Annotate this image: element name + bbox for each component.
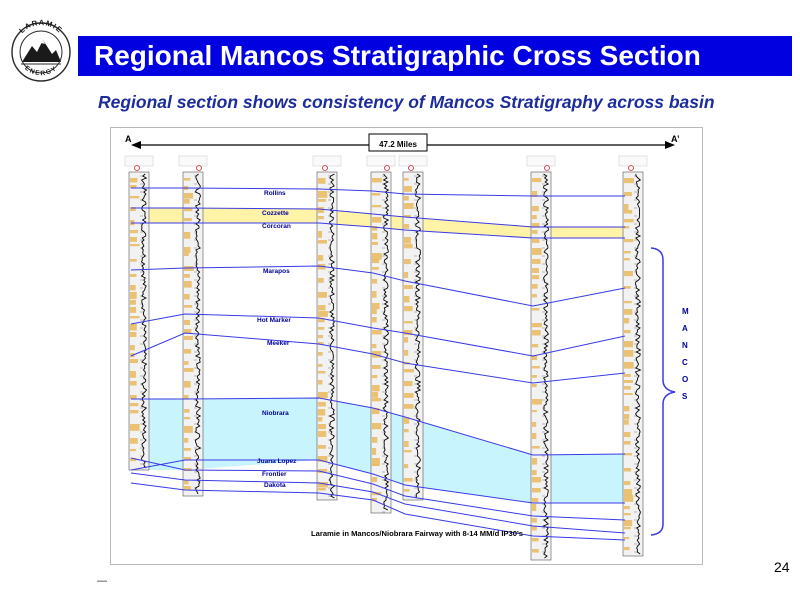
well-symbol-icon [544,165,550,171]
formation-meeker: Meeker [267,340,290,347]
formation-frontier: Frontier [262,471,287,478]
well-symbol-icon [384,165,390,171]
well-log-column [366,155,396,514]
formation-rollins: Rollins [264,190,286,197]
endpoint-a: A [125,134,132,144]
mountain-peak-icon: LARAMIE ENERGY [11,18,71,82]
cross-section-svg: 47.2 Miles A A’ Rollins Cozzette Corcora… [111,128,702,564]
formation-cozzette: Cozzette [262,210,289,217]
svg-text:O: O [682,375,688,384]
distance-arrow [131,133,675,152]
distance-label: 47.2 Miles [379,140,417,149]
svg-text:C: C [682,358,688,367]
well-log-column [526,155,556,561]
formation-juana-lopez: Juana Lopez [257,458,297,465]
svg-text:N: N [682,341,688,350]
svg-text:S: S [682,392,688,401]
well-log-column [618,155,648,557]
well-log-column [124,155,154,471]
slide-title: Regional Mancos Stratigraphic Cross Sect… [94,40,701,71]
footer-mark: ▬▬ [97,578,107,584]
endpoint-a-prime: A’ [671,134,680,144]
title-bar: Regional Mancos Stratigraphic Cross Sect… [78,36,792,76]
well-log-column [398,155,428,501]
formation-hot-marker: Hot Marker [257,317,291,324]
slide-subtitle: Regional section shows consistency of Ma… [98,92,715,112]
formation-corcoran: Corcoran [262,223,291,230]
well-symbol-icon [408,165,414,171]
well-log-column [312,155,342,501]
well-symbol-icon [628,165,634,171]
svg-text:A: A [682,324,688,333]
cross-section-figure: 47.2 Miles A A’ Rollins Cozzette Corcora… [110,127,703,565]
mancos-bracket [650,247,676,536]
formation-niobrara: Niobrara [262,410,289,417]
section-caption: Laramie in Mancos/Niobrara Fairway with … [311,529,523,538]
formation-marapos: Marapos [263,268,290,275]
company-logo: LARAMIE ENERGY [8,12,74,82]
svg-text:M: M [682,307,689,316]
correlation-lines [130,187,626,541]
well-symbol-icon [322,165,328,171]
page-number: 24 [774,559,790,575]
well-symbol-icon [134,165,140,171]
mancos-label: M A N C O S [682,307,689,401]
formation-dakota: Dakota [264,482,286,489]
well-symbol-icon [196,165,202,171]
well-log-column [178,155,208,497]
